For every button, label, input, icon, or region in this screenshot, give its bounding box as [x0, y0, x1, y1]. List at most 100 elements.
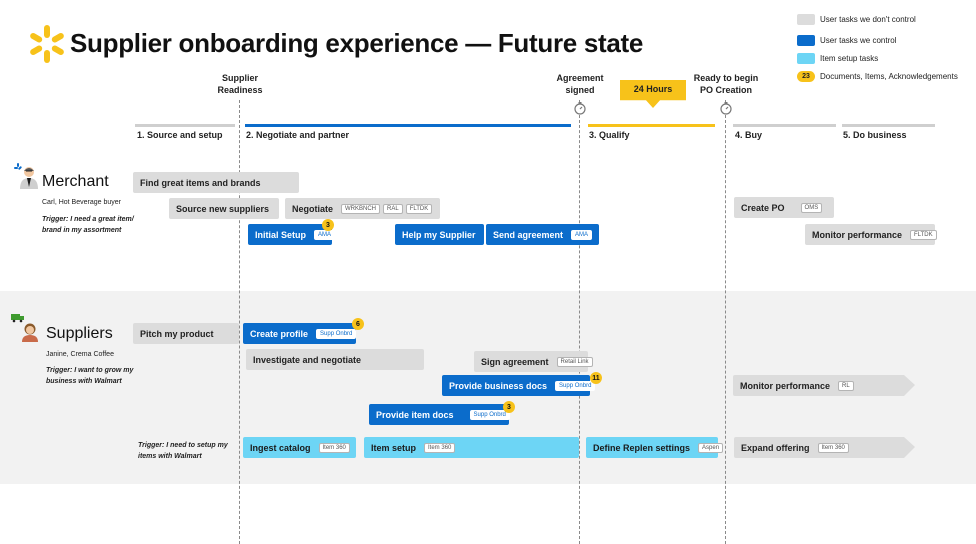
task-label: Initial Setup: [255, 229, 307, 240]
system-tag: AMA: [571, 229, 593, 240]
task-provide-business-docs[interactable]: Provide business docs Supp Onbrd: [442, 375, 596, 396]
phase-label-1: 1. Source and setup: [137, 130, 223, 140]
suppliers-subtitle: Janine, Crema Coffee: [46, 351, 114, 358]
legend-label: Item setup tasks: [820, 54, 879, 63]
legend-swatch-blue: [797, 35, 815, 46]
phase-label-4: 4. Buy: [735, 130, 763, 140]
phase-bar-2: [245, 124, 571, 127]
page-title: Supplier onboarding experience — Future …: [70, 28, 644, 58]
hours-flag: [620, 80, 686, 108]
system-tag: RAL: [383, 203, 403, 214]
system-tag: FLTDK: [910, 229, 937, 240]
task-monitor-performance-merchant[interactable]: Monitor performance FLTDK: [805, 224, 937, 245]
phase-bar-1: [135, 124, 235, 127]
system-tag: FLTDK: [405, 203, 433, 214]
task-monitor-performance-supplier[interactable]: Monitor performance RL: [733, 375, 904, 396]
task-label: Create profile: [250, 328, 309, 339]
task-investigate-negotiate[interactable]: Investigate and negotiate: [246, 349, 424, 370]
task-pitch-product[interactable]: Pitch my product: [133, 323, 239, 344]
stopwatch-icon: [574, 102, 586, 115]
system-tag: Supp Onbrd: [469, 409, 510, 420]
task-create-profile[interactable]: Create profile Supp Onbrd: [243, 323, 357, 344]
system-tag: Supp Onbrd: [555, 380, 596, 391]
task-expand-offering[interactable]: Expand offering Item 360: [734, 437, 904, 458]
legend-label: User tasks we don't control: [820, 15, 916, 24]
task-label: Monitor performance: [740, 380, 831, 391]
task-label: Expand offering: [741, 442, 810, 453]
milestone-po: Ready to begin PO Creation: [693, 73, 759, 95]
system-tag: WRKBNCH: [341, 203, 381, 214]
legend-item-setup: Item setup tasks: [797, 53, 878, 64]
hours-label: 24 Hours: [633, 84, 673, 94]
arrow-tip: [904, 437, 915, 458]
system-tag: Supp Onbrd: [316, 328, 357, 339]
legend-swatch-cyan: [797, 53, 815, 64]
task-sign-agreement[interactable]: Sign agreement Retail Link: [474, 351, 593, 372]
task-item-setup[interactable]: Item setup Item 360: [364, 437, 579, 458]
supplier-avatar-icon: [11, 314, 38, 342]
readiness-line: [239, 100, 240, 544]
task-send-agreement[interactable]: Send agreement AMA: [486, 224, 599, 245]
task-label: Ingest catalog: [250, 442, 311, 453]
legend-badge: 23: [797, 71, 815, 82]
walmart-spark-icon: [30, 25, 64, 63]
phase-bar-4: [733, 124, 836, 127]
merchant-trigger: Trigger: I need a great item/ brand in m…: [42, 216, 134, 234]
task-label: Sign agreement: [481, 356, 549, 367]
system-tag: OMS: [800, 202, 823, 213]
task-provide-item-docs[interactable]: Provide item docs Supp Onbrd: [369, 404, 510, 425]
system-tag: Item 360: [318, 442, 350, 453]
task-label: Pitch my product: [140, 328, 214, 339]
task-label: Find great items and brands: [140, 177, 261, 188]
phase-bar-5: [842, 124, 935, 127]
legend-swatch-gray: [797, 14, 815, 25]
item-setup-trigger: Trigger: I need to setup my items with W…: [138, 442, 228, 460]
task-initial-setup[interactable]: Initial Setup AMA: [248, 224, 336, 245]
task-help-supplier[interactable]: Help my Supplier: [395, 224, 484, 245]
count-badge: 11: [590, 372, 602, 384]
merchant-avatar-icon: [14, 163, 38, 189]
task-create-po[interactable]: Create PO OMS: [734, 197, 834, 218]
milestone-readiness: Supplier Readiness: [217, 73, 263, 95]
task-label: Item setup: [371, 442, 417, 453]
legend-controlled: User tasks we control: [797, 35, 896, 46]
task-label: Send agreement: [493, 229, 564, 240]
task-define-replen[interactable]: Define Replen settings Aspen: [586, 437, 724, 458]
task-label: Create PO: [741, 202, 785, 213]
agreement-line: [579, 100, 580, 544]
merchant-name: Merchant: [42, 173, 109, 190]
system-tag: Aspen: [698, 442, 724, 453]
task-label: Define Replen settings: [593, 442, 691, 453]
phase-label-3: 3. Qualify: [589, 130, 630, 140]
task-label: Monitor performance: [812, 229, 903, 240]
task-source-suppliers[interactable]: Source new suppliers: [169, 198, 279, 219]
task-label: Help my Supplier: [402, 229, 476, 240]
milestone-agreement: Agreement signed: [556, 73, 604, 95]
phase-label-2: 2. Negotiate and partner: [246, 130, 350, 140]
count-badge: 3: [503, 401, 515, 413]
system-tag: Retail Link: [556, 356, 593, 367]
arrow-tip: [904, 375, 915, 396]
stopwatch-icon: [720, 102, 732, 115]
task-negotiate[interactable]: Negotiate WRKBNCH RAL FLTDK: [285, 198, 440, 219]
phase-bar-3: [588, 124, 715, 127]
system-tag: Item 360: [424, 442, 456, 453]
legend-label: User tasks we control: [820, 36, 897, 45]
legend-uncontrolled: User tasks we don't control: [797, 14, 916, 25]
suppliers-name: Suppliers: [46, 325, 113, 342]
legend-label: Documents, Items, Acknowledgements: [820, 72, 958, 81]
task-label: Source new suppliers: [176, 203, 270, 214]
task-label: Provide business docs: [449, 380, 548, 391]
task-ingest-catalog[interactable]: Ingest catalog Item 360: [243, 437, 356, 458]
legend-badge-item: 23 Documents, Items, Acknowledgements: [797, 71, 958, 82]
count-badge: 3: [322, 219, 334, 231]
suppliers-trigger: Trigger: I want to grow my business with…: [46, 367, 134, 385]
system-tag: Item 360: [817, 442, 849, 453]
phase-label-5: 5. Do business: [843, 130, 907, 140]
merchant-subtitle: Carl, Hot Beverage buyer: [42, 199, 121, 206]
system-tag: RL: [838, 380, 854, 391]
task-find-items[interactable]: Find great items and brands: [133, 172, 299, 193]
task-label: Negotiate: [292, 203, 334, 214]
system-tag: AMA: [314, 229, 336, 240]
count-badge: 6: [352, 318, 364, 330]
